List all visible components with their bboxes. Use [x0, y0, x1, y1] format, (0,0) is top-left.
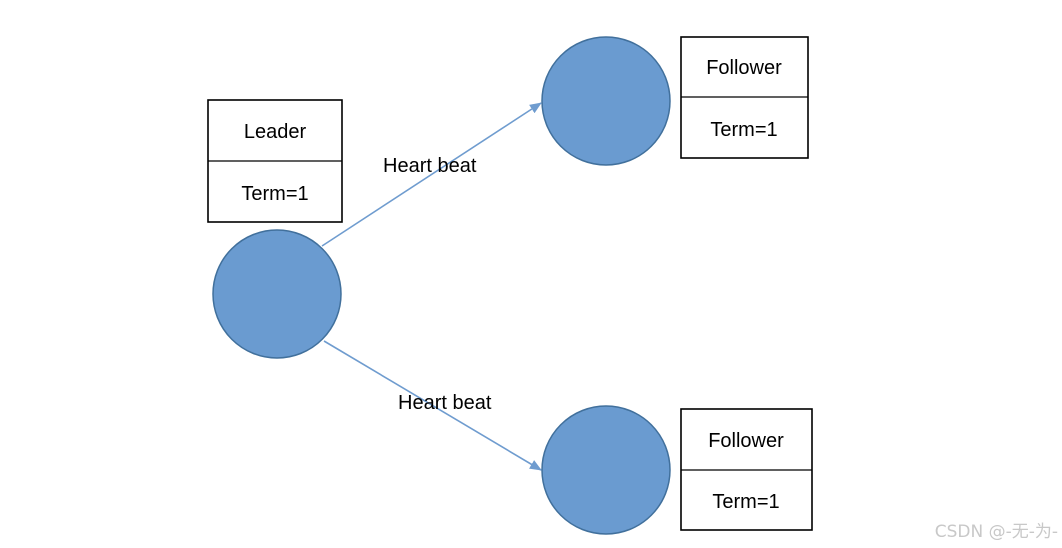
heartbeat-edge-to-bottom-follower — [323, 340, 542, 471]
heartbeat-label-top: Heart beat — [383, 155, 477, 177]
leader-state-box: Leader Term=1 — [207, 99, 343, 223]
heartbeat-edge-to-top-follower — [321, 102, 542, 247]
follower-top-circle — [541, 36, 671, 166]
follower-bottom-node — [541, 405, 671, 535]
follower-bottom-circle — [541, 405, 671, 535]
heartbeat-arrow-bottom — [323, 340, 542, 471]
follower-top-term-label: Term=1 — [710, 119, 777, 141]
follower-bottom-state-box: Follower Term=1 — [680, 408, 813, 531]
heartbeat-label-bottom: Heart beat — [398, 392, 492, 414]
follower-bottom-term-label: Term=1 — [712, 491, 779, 513]
follower-bottom-role-label: Follower — [708, 430, 784, 452]
follower-top-state-box: Follower Term=1 — [680, 36, 809, 159]
leader-term-label: Term=1 — [241, 183, 308, 205]
heartbeat-arrow-top — [321, 102, 542, 247]
leader-circle — [212, 229, 342, 359]
follower-top-role-label: Follower — [706, 57, 782, 79]
watermark: CSDN @-无-为- — [935, 522, 1058, 542]
follower-top-node — [541, 36, 671, 166]
leader-role-label: Leader — [244, 121, 307, 143]
leader-node — [212, 229, 342, 359]
